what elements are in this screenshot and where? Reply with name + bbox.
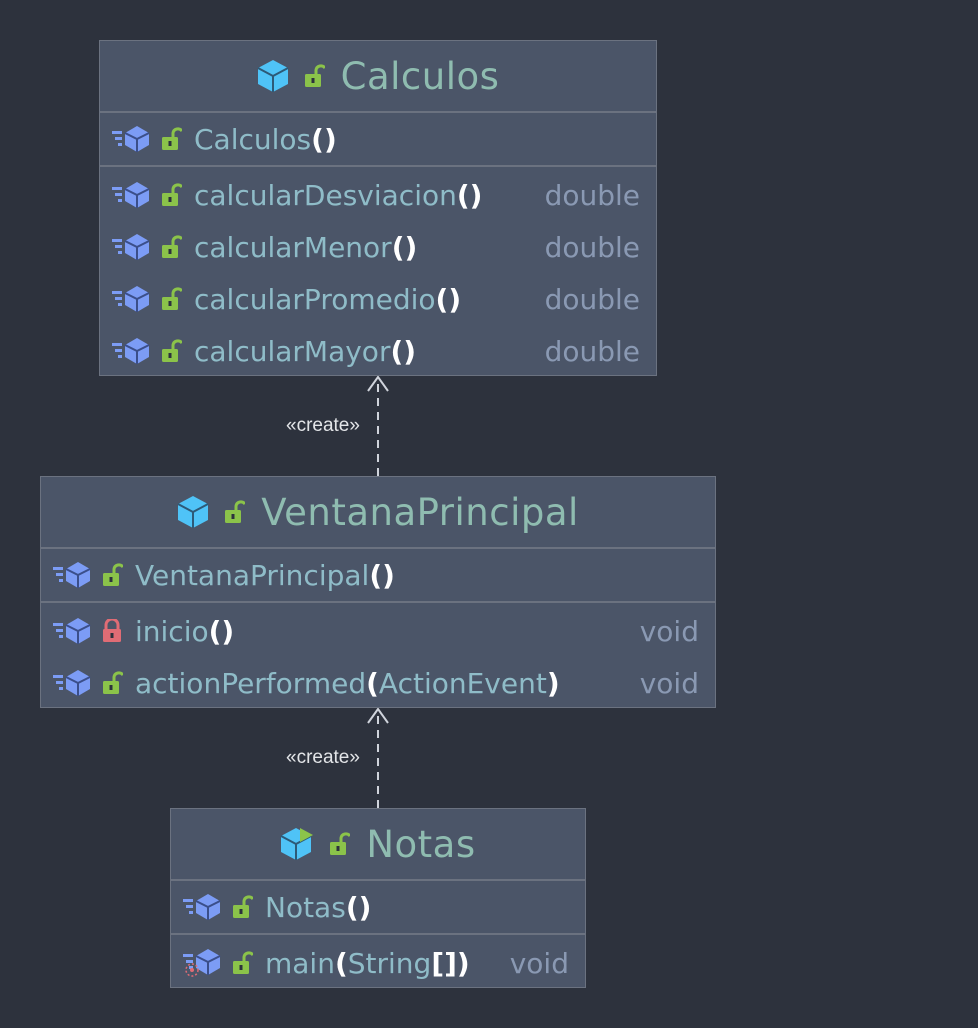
method-name: calcularPromedio: [194, 282, 436, 316]
method-icon: [53, 617, 91, 645]
method-icon: [183, 893, 221, 921]
private-lock-icon: [101, 617, 123, 643]
methods-section: calcularDesviacion() double calcularMeno…: [100, 167, 656, 377]
class-icon: [177, 495, 209, 529]
constructor-name: VentanaPrincipal: [135, 558, 370, 592]
public-lock-icon: [101, 563, 125, 587]
create-arrow-notas-to-ventana: [367, 707, 389, 808]
public-lock-icon: [223, 500, 247, 524]
method-name: calcularMenor: [194, 230, 392, 264]
return-type: double: [544, 178, 640, 212]
constructor-row[interactable]: Notas(): [171, 881, 585, 933]
public-lock-icon: [160, 127, 184, 151]
create-label-1: «create»: [286, 415, 360, 436]
public-lock-icon: [328, 832, 352, 856]
class-name: VentanaPrincipal: [261, 490, 579, 534]
method-name: main: [265, 946, 335, 980]
return-type: void: [509, 946, 569, 980]
public-lock-icon: [160, 339, 184, 363]
constructor-name: Notas: [265, 890, 346, 924]
method-icon: [112, 285, 150, 313]
method-row[interactable]: calcularMayor() double: [100, 325, 656, 377]
static-method-icon: [183, 948, 221, 978]
method-row[interactable]: main(String[]) void: [171, 937, 585, 989]
constructors-section: Notas(): [171, 881, 585, 935]
public-lock-icon: [231, 895, 255, 919]
method-row[interactable]: calcularMenor() double: [100, 221, 656, 273]
public-lock-icon: [303, 64, 326, 88]
method-icon: [53, 669, 91, 697]
public-lock-icon: [160, 183, 184, 207]
method-icon: [112, 233, 150, 261]
create-arrow-ventana-to-calculos: [367, 375, 389, 476]
method-name: calcularDesviacion: [194, 178, 457, 212]
class-box-notas[interactable]: Notas Notas() main(String[]) void: [170, 808, 586, 988]
public-lock-icon: [101, 671, 125, 695]
public-lock-icon: [160, 235, 184, 259]
method-name: calcularMayor: [194, 334, 391, 368]
param-type: ActionEvent: [378, 666, 547, 700]
public-lock-icon: [160, 287, 184, 311]
class-header: Calculos: [100, 41, 656, 113]
methods-section: main(String[]) void: [171, 935, 585, 989]
constructor-name: Calculos: [194, 122, 312, 156]
return-type: double: [544, 334, 640, 368]
return-type: void: [639, 614, 699, 648]
methods-section: inicio() void actionPerformed(ActionEven…: [41, 603, 715, 709]
create-label-2: «create»: [286, 747, 360, 768]
class-icon: [257, 59, 289, 93]
class-name: Calculos: [340, 54, 500, 98]
public-lock-icon: [231, 951, 255, 975]
method-row[interactable]: actionPerformed(ActionEvent) void: [41, 657, 715, 709]
method-icon: [112, 337, 150, 365]
constructors-section: VentanaPrincipal(): [41, 549, 715, 603]
class-box-ventana-principal[interactable]: VentanaPrincipal VentanaPrincipal() inic…: [40, 476, 716, 708]
constructor-row[interactable]: VentanaPrincipal(): [41, 549, 715, 601]
constructor-row[interactable]: Calculos(): [100, 113, 656, 165]
class-box-calculos[interactable]: Calculos Calculos() calcularDesviacion()…: [99, 40, 657, 376]
runnable-class-icon: [280, 827, 314, 861]
method-icon: [112, 181, 150, 209]
class-header: VentanaPrincipal: [41, 477, 715, 549]
return-type: void: [639, 666, 699, 700]
param-type: String: [347, 946, 432, 980]
return-type: double: [544, 230, 640, 264]
method-row[interactable]: calcularPromedio() double: [100, 273, 656, 325]
method-name: actionPerformed: [135, 666, 367, 700]
method-icon: [112, 125, 150, 153]
return-type: double: [544, 282, 640, 316]
method-row[interactable]: inicio() void: [41, 605, 715, 657]
method-icon: [53, 561, 91, 589]
constructors-section: Calculos(): [100, 113, 656, 167]
class-name: Notas: [366, 822, 476, 866]
method-name: inicio: [135, 614, 209, 648]
class-header: Notas: [171, 809, 585, 881]
method-row[interactable]: calcularDesviacion() double: [100, 169, 656, 221]
